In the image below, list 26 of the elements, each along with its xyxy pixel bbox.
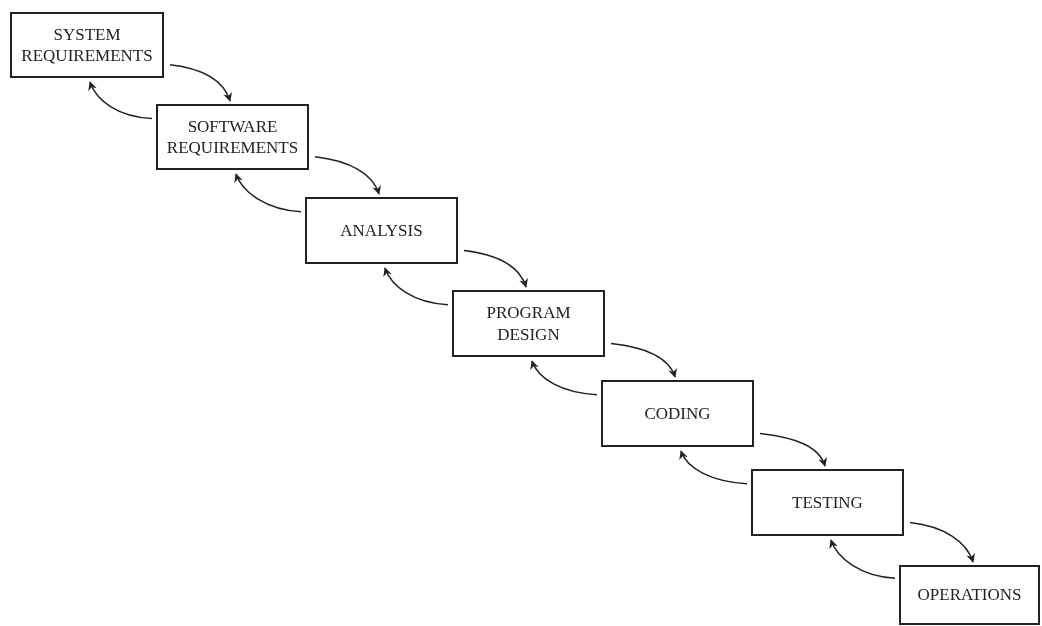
step-label: TESTING: [792, 491, 863, 514]
step-label: CODING: [644, 402, 711, 425]
process-box: [452, 290, 605, 357]
step-label: PROGRAM DESIGN: [485, 302, 572, 345]
process-box: [156, 104, 309, 170]
arrow: [680, 450, 748, 485]
arrow: [234, 173, 302, 213]
step-label: ANALYSIS: [340, 219, 423, 242]
step-label: OPERATIONS: [917, 584, 1022, 606]
arrow: [314, 156, 381, 195]
arrow: [383, 267, 449, 306]
arrow: [169, 64, 232, 102]
process-box: [751, 469, 904, 536]
arrow: [610, 342, 677, 378]
arrow: [531, 360, 598, 396]
process-box: [10, 12, 164, 78]
process-box: [601, 380, 754, 447]
process-box: [899, 565, 1040, 625]
arrow: [88, 81, 153, 120]
step-label: SOFTWARE REQUIREMENTS: [165, 115, 300, 159]
arrow: [759, 432, 827, 467]
arrow: [909, 521, 975, 563]
process-box: [305, 197, 458, 264]
step-label: SYSTEM REQUIREMENTS: [20, 23, 154, 67]
arrow: [829, 539, 896, 579]
arrow: [463, 249, 528, 288]
